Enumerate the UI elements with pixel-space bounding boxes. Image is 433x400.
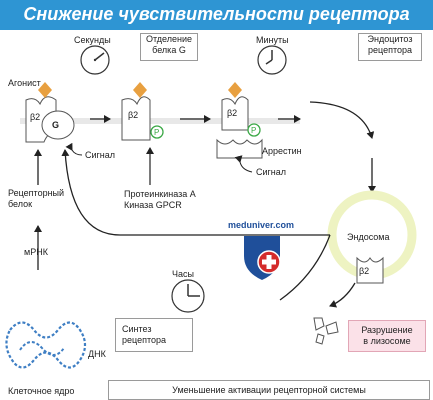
header-endocytosis-line1: Эндоцитоз — [367, 34, 413, 44]
label-mrna: мРНК — [24, 247, 48, 257]
label-signal-2: Сигнал — [256, 167, 287, 177]
label-endosome: Эндосома — [347, 232, 390, 242]
beta2-label-4: β2 — [359, 266, 370, 276]
label-nucleus: Клеточное ядро — [8, 386, 75, 396]
label-kinase-line2: Киназа GPCR — [124, 200, 182, 210]
box-lysosome-line2: в лизосоме — [363, 336, 411, 346]
endosome-curve-out — [279, 234, 331, 301]
beta2-label-2: β2 — [128, 110, 139, 120]
phospho-circle-1 — [150, 125, 164, 139]
header-g-detach: Отделение белка G — [140, 33, 198, 61]
label-hours: Часы — [172, 269, 194, 279]
diagram-title: Снижение чувствительности рецептора — [23, 4, 410, 24]
debris-icon — [313, 317, 339, 345]
agonist-diamond-3 — [228, 82, 242, 98]
label-kinase-line1: Протеинкиназа А — [124, 189, 196, 199]
beta2-label-3: β2 — [227, 108, 238, 118]
label-receptor-protein-line1: Рецепторный — [8, 188, 65, 198]
receptor-1 — [25, 82, 75, 143]
header-g-detach-line2: белка G — [152, 45, 186, 55]
label-seconds: Секунды — [74, 35, 111, 45]
g-protein — [41, 110, 75, 140]
box-synthesis-line1: Синтез — [122, 324, 152, 334]
box-synthesis-line2: рецептора — [122, 335, 166, 345]
watermark-text: meduniver.com — [228, 220, 295, 230]
phospho-circle-2 — [247, 123, 261, 137]
label-receptor-protein-line2: белок — [8, 199, 33, 209]
p-label-2: P — [251, 126, 257, 135]
p-label-1: P — [154, 128, 160, 137]
receptor-2 — [121, 82, 164, 141]
beta2-label-1: β2 — [30, 112, 41, 122]
bottom-banner: Уменьшение активации рецепторной системы — [108, 380, 430, 400]
agonist-diamond-2 — [133, 82, 147, 98]
arrestin-shape — [216, 138, 263, 159]
title-bar — [0, 0, 433, 30]
header-g-detach-line1: Отделение — [145, 34, 193, 44]
label-dna: ДНК — [88, 349, 106, 359]
endosome — [327, 190, 417, 284]
clock-hours-icon — [171, 279, 205, 313]
label-agonist: Агонист — [8, 78, 41, 88]
label-receptor-protein: Рецепторный белок — [8, 188, 64, 210]
box-lysosome: Разрушение в лизосоме — [348, 320, 426, 352]
dna-strand-icon — [5, 321, 87, 369]
clock-minutes-icon — [257, 45, 287, 75]
header-endocytosis: Эндоцитоз рецептора — [358, 33, 422, 61]
box-lysosome-line1: Разрушение — [361, 325, 413, 335]
shield-logo-icon — [244, 236, 281, 280]
box-synthesis: Синтез рецептора — [115, 318, 193, 352]
label-arrestin: Аррестин — [262, 146, 302, 156]
label-signal-1: Сигнал — [85, 150, 116, 160]
g-label: G — [52, 120, 60, 130]
label-kinase: Протеинкиназа А Киназа GPCR — [124, 189, 196, 211]
clock-seconds-icon — [80, 45, 110, 75]
agonist-diamond-1 — [38, 82, 52, 98]
label-minutes: Минуты — [256, 35, 289, 45]
header-endocytosis-line2: рецептора — [368, 45, 412, 55]
receptor-3 — [216, 82, 263, 159]
